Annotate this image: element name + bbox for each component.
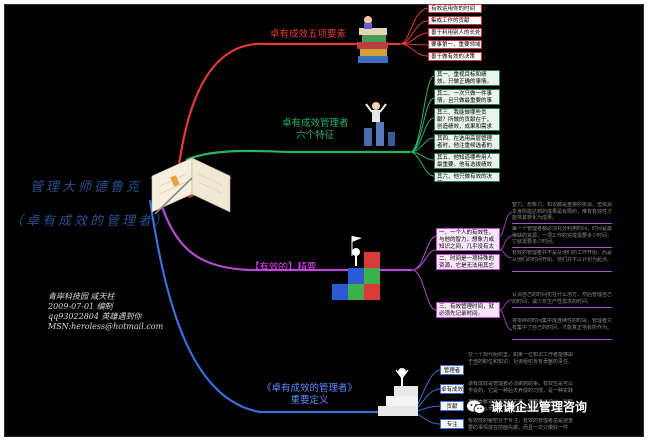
six-traits-item: 其六、他只做有效的决策。 bbox=[434, 172, 500, 182]
author-info: 青岸科技园 咸天柱 2009-07-01 编制 qq93022804 英雄遇到你… bbox=[48, 292, 163, 332]
branch-label-five-elements: 卓有成效五项要素 bbox=[270, 29, 347, 40]
branch-label-line: 卓有成效管理者 bbox=[282, 118, 349, 129]
branch-blue-fan bbox=[409, 369, 441, 425]
magenta-notes-link bbox=[499, 211, 513, 331]
central-title-line1: 管理大师德鲁克 bbox=[30, 180, 143, 195]
five-elements-item: 有效运用你的时间 bbox=[428, 4, 482, 13]
branch-green-fan bbox=[409, 75, 435, 177]
branch-label-line: 六个特征 bbox=[296, 130, 335, 141]
essence-note: 有效的管理者并不是从他们的工作开始，而是从他们的时间开始，他们并不以计划为起点。 bbox=[512, 250, 612, 272]
branch-magenta-curve bbox=[158, 199, 412, 272]
six-traits-item: 其二、一次只做一件事情，且只做最重要的事情。 bbox=[434, 89, 500, 105]
definition-note: 卓有成效是管理者必须做到的事，有效性是可以学会的，它是一种后天养成的习惯，是一种… bbox=[468, 381, 574, 394]
definition-note: 在一个现代组织里，如果一位知识工作者能够由于他的职位和知识，对该组织负有贡献的责… bbox=[468, 352, 574, 365]
watermark: 谦谦企业管理咨询 bbox=[466, 398, 587, 415]
branch-red-curve bbox=[176, 42, 400, 173]
five-elements-item: 集成工作的贡献 bbox=[428, 16, 482, 25]
definition-tag: 贡献 bbox=[440, 401, 464, 411]
essence-note: 每一个管理者都必须充分利用时间，时间是最稀缺的资源，一项工作的完成需要多少时间，… bbox=[512, 226, 612, 248]
mindmap-background bbox=[4, 4, 644, 437]
six-traits-item: 其一、重视目标和绩效，只做正确的事情。 bbox=[434, 70, 500, 86]
stairs-figure-illustration bbox=[378, 368, 418, 416]
definition-note: 重视贡献是有效性的关键，管理者必须问：我能做出什么贡献？这会影响组织的成果。 bbox=[468, 399, 574, 412]
wechat-icon bbox=[467, 399, 486, 414]
five-elements-item: 善于利用别人的长处 bbox=[428, 28, 482, 37]
definition-note: 有效性的秘密在于专注，有效的管理者总是把重要的事情放在前面先做，而且一次只做好一… bbox=[468, 418, 574, 431]
books-stack-illustration bbox=[357, 16, 388, 63]
branch-label-line: 《卓有成效的管理者》 bbox=[262, 383, 358, 394]
branch-red-fan bbox=[399, 7, 429, 57]
branch-magenta-fan bbox=[411, 235, 437, 311]
six-traits-item: 其四、在选用高层管理者时，他注重候选者的绩效和正直的品格 bbox=[434, 134, 500, 150]
six-traits-item: 其五、他知道哪些用人最重要，他有选拔绩效高的管理者的技能。 bbox=[434, 153, 500, 169]
branch-label-effectiveness-essence: 【有效的】精要 bbox=[250, 262, 317, 273]
five-elements-item: 要事第一，重要领域 bbox=[428, 40, 482, 49]
definition-tag: 管理者 bbox=[440, 365, 464, 375]
author-line: MSN:heroless@hotmail.com bbox=[48, 322, 164, 331]
essence-item: 二、时间是一项特殊的资源，它是无法用其它资源来替补和替代的。 bbox=[436, 254, 500, 270]
author-line: qq93022804 英雄遇到你 bbox=[48, 312, 142, 321]
businessman-illustration bbox=[364, 102, 395, 146]
watermark-text: 谦谦企业管理咨询 bbox=[491, 400, 588, 414]
central-title-line2: （卓有成效的管理者） bbox=[10, 214, 171, 229]
essence-note: 将零碎的时间集中成连续性的时段，管理者只有集中了自己的时间，才能真正地有所作为。 bbox=[512, 318, 612, 340]
essence-note: 智力、想象力、知识都是重要的资源，但资源本身所能达到的成果是有限的，唯有有效性才… bbox=[512, 202, 612, 224]
branch-green-curve bbox=[185, 149, 410, 162]
author-line: 青岸科技园 咸天柱 bbox=[48, 292, 115, 301]
five-elements-item: 善于做有效的决策 bbox=[428, 52, 482, 61]
definition-tag: 专注 bbox=[440, 419, 464, 429]
six-traits-item: 其三、我能做哪些贡献？所做的贡献在于，创造绩效，成果和需求 bbox=[434, 108, 500, 131]
author-line: 2009-07-01 编制 bbox=[48, 302, 113, 311]
branch-label-key-definitions: 《卓有成效的管理者》 重要定义 bbox=[262, 383, 357, 407]
branch-label-line: 重要定义 bbox=[290, 395, 329, 406]
essence-item: 三、有效管理时间，就必须先记录时间。 bbox=[436, 302, 500, 318]
branch-label-six-traits: 卓有成效管理者 六个特征 bbox=[282, 118, 349, 142]
essence-item: 一、一个人的有效性，与他的智力，想象力或知识之间，几乎没有太大的关联 bbox=[436, 228, 500, 251]
branch-blue-curve bbox=[148, 199, 410, 414]
center-book-illustration bbox=[150, 157, 232, 215]
definition-tag: 卓有成效 bbox=[440, 384, 464, 394]
essence-note: 认清自己的时间花在什么地方，然后管理自己的时间，减少非生产性需求的时间。 bbox=[512, 292, 612, 308]
steps-figure-illustration bbox=[332, 236, 380, 300]
